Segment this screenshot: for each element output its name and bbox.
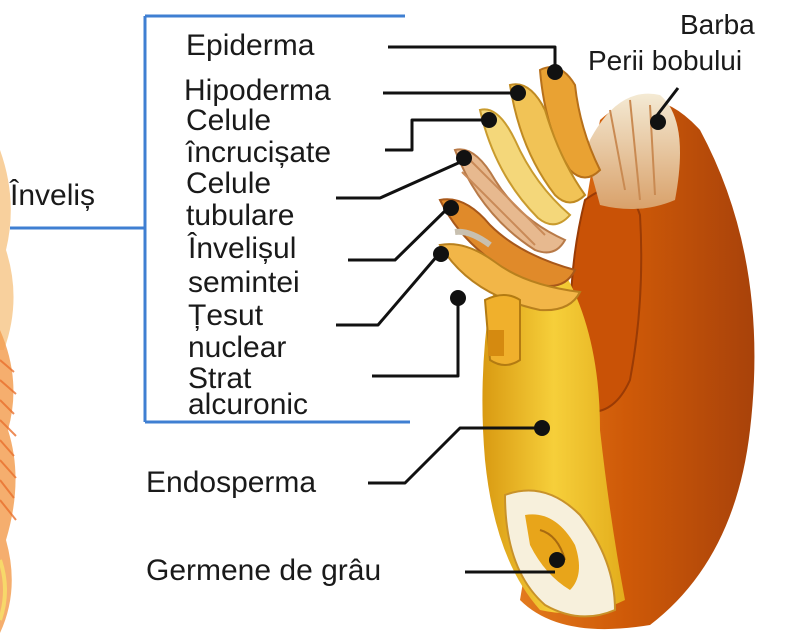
dot-tesut (433, 246, 449, 262)
dot-barba (650, 114, 666, 130)
label-epiderma: Epiderma (186, 29, 315, 62)
label-celule-incrucisate-2: încrucișate (185, 136, 331, 169)
label-tesut-1: Țesut (188, 299, 264, 332)
grain-brush-tip (585, 94, 680, 209)
dot-celule-incrucisate (481, 112, 497, 128)
label-celule-tubulare-2: tubulare (186, 199, 294, 232)
label-celule-incrucisate-1: Celule (186, 104, 271, 137)
label-germene-de-grau: Germene de grâu (146, 554, 381, 587)
dot-germene (549, 552, 565, 568)
label-celule-tubulare-1: Celule (186, 167, 271, 200)
leader-epiderma (388, 47, 555, 68)
dot-hipoderma (510, 85, 526, 101)
leader-celule-tubulare (336, 160, 465, 198)
leader-tesut (336, 255, 438, 325)
label-tesut-2: nuclear (188, 331, 286, 364)
dot-endosperma (534, 420, 550, 436)
label-invelis: Înveliș (9, 179, 95, 212)
label-endosperma: Endosperma (146, 466, 316, 499)
dot-strat (450, 290, 466, 306)
label-hipoderma: Hipoderma (184, 74, 331, 107)
dot-celule-tubulare (456, 150, 472, 166)
label-perii-bobului: Perii bobului (588, 45, 742, 76)
label-invelisul-2: semintei (188, 266, 300, 299)
label-strat-2: alcuronic (188, 388, 308, 421)
dot-invelisul (443, 200, 459, 216)
leader-strat (372, 302, 458, 376)
leader-invelisul (348, 208, 448, 260)
leader-celule-incrucisate (385, 120, 485, 150)
label-barba: Barba (680, 9, 755, 40)
background-decoration (0, 150, 16, 633)
wheat-grain-illustration (440, 67, 754, 629)
label-invelisul-1: Învelișul (187, 232, 296, 265)
dot-epiderma (547, 64, 563, 80)
